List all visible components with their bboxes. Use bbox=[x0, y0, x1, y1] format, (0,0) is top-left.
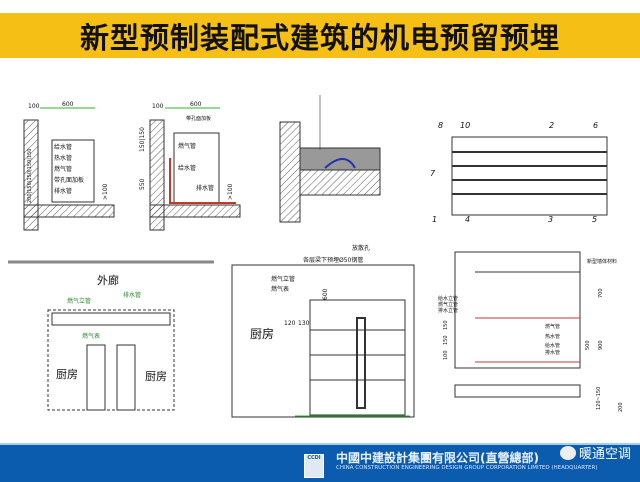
gas-riser-label: 燃气立管 bbox=[438, 301, 458, 308]
footer-bar: CCDI 中國中建設計集團有限公司(直營總部) CHINA CONSTRUCTI… bbox=[0, 443, 640, 482]
cabinet-section-2: 100 600 带孔面加板 燃气管 给水管 排水管 150|150 550 >1… bbox=[139, 101, 241, 231]
drawings-canvas: 100 600 给水管 热水管 燃气管 带孔面加板 排水管 200|150|15… bbox=[8, 95, 624, 418]
pipe-label: 热水管 bbox=[545, 333, 560, 340]
dim-900: 900 bbox=[598, 340, 604, 350]
dim-left: 100 bbox=[443, 350, 449, 360]
dim-left: 100 bbox=[152, 103, 164, 110]
kitchen-label: 厨房 bbox=[56, 368, 78, 381]
callout-number: 4 bbox=[465, 215, 470, 224]
watermark: 暖通空调 bbox=[560, 443, 631, 462]
kitchen-label: 厨房 bbox=[250, 326, 274, 341]
dim-600: 600 bbox=[322, 288, 329, 300]
dim-700: 700 bbox=[598, 288, 604, 298]
callout-number: 2 bbox=[549, 121, 554, 130]
dim-width: 600 bbox=[190, 101, 202, 108]
drain-riser-label: 排水立管 bbox=[438, 307, 458, 314]
dim-width: 600 bbox=[62, 101, 74, 108]
cabinet-section-1: 100 600 给水管 热水管 燃气管 带孔面加板 排水管 200|150|15… bbox=[23, 101, 115, 231]
floor-pipe-section bbox=[279, 95, 381, 223]
dim-floor: >100 bbox=[102, 183, 109, 200]
callout-number: 6 bbox=[593, 121, 598, 130]
dim-left: 100 bbox=[28, 103, 40, 110]
pipe-label: 燃气管 bbox=[178, 142, 196, 150]
dim-120: 120 bbox=[284, 320, 296, 327]
dim-200: 200 bbox=[618, 402, 624, 412]
gas-riser-label: 燃气立管 bbox=[67, 297, 91, 305]
water-riser-label: 给水立管 bbox=[438, 295, 458, 302]
pipe-label: 给水管 bbox=[545, 342, 560, 349]
dim-500: 500 bbox=[585, 340, 591, 350]
pipe-label: 带孔面加板 bbox=[54, 176, 84, 184]
company-name-cn: 中國中建設計集團有限公司(直營總部) bbox=[336, 451, 539, 465]
callout-number: 8 bbox=[438, 121, 443, 130]
wall-material-label: 新型墙体材料 bbox=[587, 258, 617, 265]
pipe-label: 排水管 bbox=[54, 187, 72, 195]
callout-number: 7 bbox=[430, 169, 436, 178]
dim-vertical: 200|150|150|150|150 bbox=[27, 149, 33, 203]
stair-kitchen-plan: 放散孔 各层梁下预埋Ø50钢管 燃气立管 燃气表 600 120 130 厨房 bbox=[231, 244, 415, 418]
gas-meter-label: 燃气表 bbox=[82, 332, 100, 340]
dim-mid: 550 bbox=[139, 178, 146, 190]
dim-130: 130 bbox=[298, 320, 310, 327]
gas-riser-label: 燃气立管 bbox=[271, 275, 295, 283]
callout-number: 3 bbox=[548, 215, 553, 224]
watermark-text: 暖通空调 bbox=[579, 447, 632, 462]
pipe-label: 给水管 bbox=[54, 143, 72, 151]
drain-label: 排水管 bbox=[123, 291, 141, 299]
pipe-label: 带孔面加板 bbox=[186, 115, 211, 122]
wechat-icon bbox=[560, 445, 576, 460]
callout-number: 1 bbox=[432, 215, 437, 224]
gas-meter-label: 燃气表 bbox=[271, 285, 289, 293]
slide-title: 新型预制装配式建筑的机电预留预埋 bbox=[79, 20, 560, 55]
corridor-label: 外廊 bbox=[97, 273, 119, 287]
pipe-label: 燃气管 bbox=[545, 323, 560, 330]
dim-slab: 120~150 bbox=[596, 387, 602, 410]
pipe-label: 给水管 bbox=[178, 164, 196, 172]
dim-left: 150 bbox=[443, 335, 449, 345]
pipe-label: 排水管 bbox=[545, 349, 560, 356]
pipe-label: 热水管 bbox=[54, 154, 72, 162]
callout-number: 5 bbox=[592, 215, 597, 224]
pipe-panel-plan: 8 10 2 6 7 1 4 3 5 bbox=[430, 121, 608, 224]
dim-floor: >100 bbox=[227, 183, 234, 200]
embed-note: 各层梁下预埋Ø50钢管 bbox=[303, 256, 363, 264]
kitchen-plan-left: 外廊 燃气立管 排水管 燃气表 厨房 厨房 bbox=[8, 260, 214, 411]
company-logo: CCDI bbox=[304, 454, 324, 478]
pipe-label: 排水管 bbox=[196, 184, 214, 192]
dim-top: 150|150 bbox=[139, 127, 146, 152]
dim-left: 150 bbox=[443, 320, 449, 330]
callout-number: 10 bbox=[460, 121, 470, 130]
company-name-en: CHINA CONSTRUCTION ENGINEERING DESIGN GR… bbox=[336, 465, 598, 471]
wall-section-right: 新型墙体材料 给水立管 燃气立管 排水立管 燃气管 热水管 给水管 排水管 70… bbox=[438, 251, 624, 412]
title-bar: 新型预制装配式建筑的机电预留预埋 bbox=[0, 13, 640, 58]
pipe-label: 燃气管 bbox=[54, 165, 72, 173]
vent-label: 放散孔 bbox=[352, 244, 370, 252]
kitchen-label: 厨房 bbox=[145, 370, 167, 383]
